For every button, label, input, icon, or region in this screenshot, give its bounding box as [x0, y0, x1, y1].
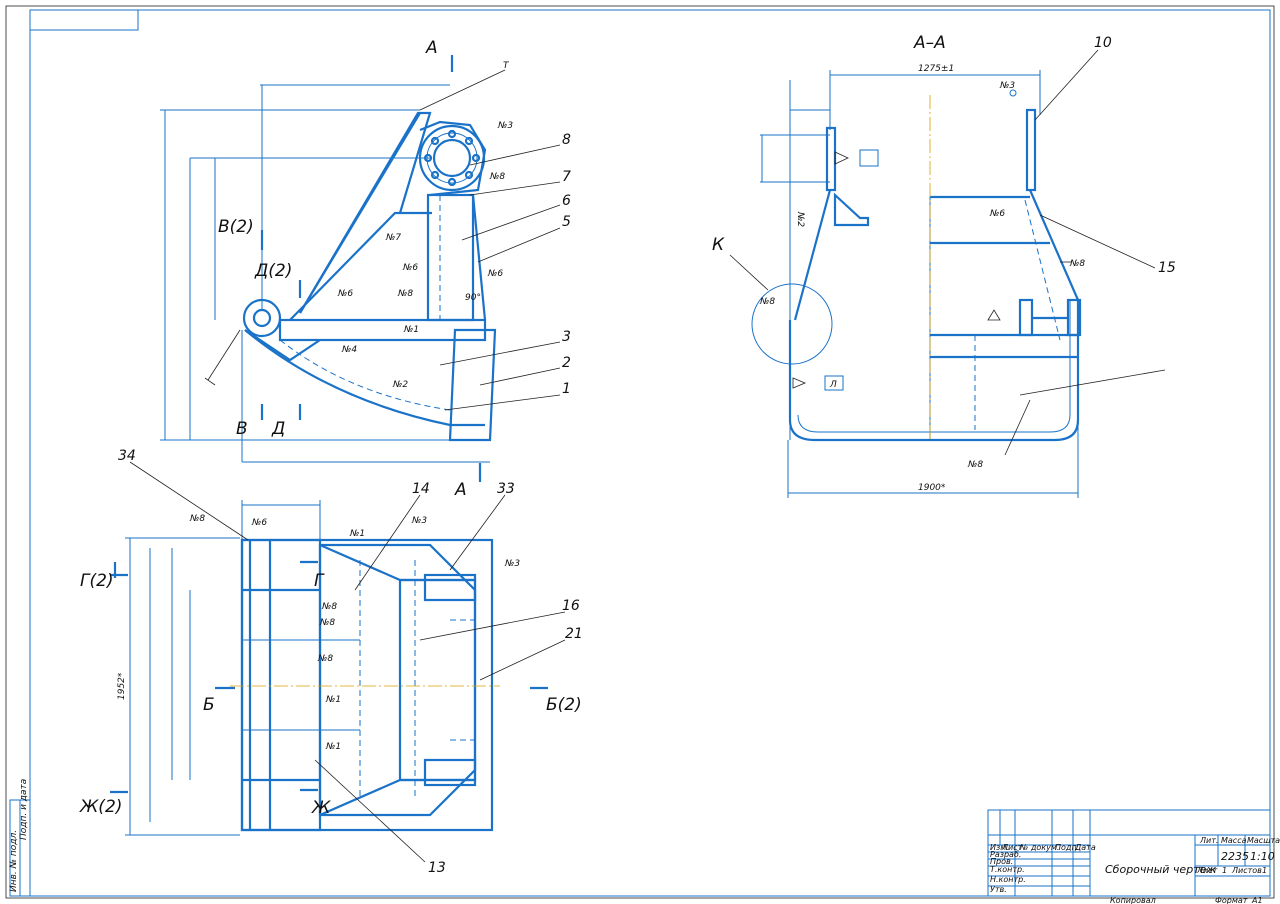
tb-row-dev: Разраб.: [990, 850, 1021, 859]
dimension-top: 1275±1: [918, 64, 954, 74]
position-label: 6: [562, 193, 571, 209]
section-mark: А: [425, 38, 438, 58]
weld-symbol: №3: [497, 121, 513, 131]
margin-sign-date: Подп. и дата: [19, 779, 29, 840]
weld-symbol: №8: [967, 460, 983, 470]
tb-row-ncontrol: Н.контр.: [990, 875, 1026, 884]
tb-row-check: Пров.: [990, 857, 1013, 866]
tb-format: А1: [1251, 896, 1263, 904]
weld-symbol: №8: [319, 618, 335, 628]
tb-copied: Копировал: [1110, 896, 1156, 904]
section-mark: В: [236, 419, 248, 439]
section-aa: [729, 49, 1166, 498]
position-label: 7: [562, 169, 571, 185]
weld-symbol: №7: [385, 233, 401, 243]
position-label: 34: [118, 448, 136, 464]
drawing-title: Сборочный чертеж: [1105, 863, 1216, 876]
tb-col-izm: Изм.: [990, 843, 1009, 852]
detail-letter: Л: [829, 380, 837, 390]
weld-symbol: №8: [1069, 259, 1085, 269]
position-label: 1: [562, 381, 571, 397]
weld-symbol: №1: [403, 325, 419, 335]
tb-sheet-label: Лист: [1196, 866, 1218, 875]
section-mark: Б(2): [546, 695, 582, 715]
position-label: 8: [562, 132, 571, 148]
sheet-frame: [5, 5, 1275, 899]
tb-scale: 1:10: [1250, 850, 1275, 863]
dimension-bottom: 1900*: [918, 483, 946, 493]
weld-symbol: №8: [321, 602, 337, 612]
section-mark: Д: [271, 419, 285, 439]
tb-header-lit: Лит.: [1199, 836, 1218, 845]
section-mark: Г: [314, 571, 325, 591]
weld-symbol: №3: [504, 559, 520, 569]
position-label: 21: [565, 626, 583, 642]
weld-symbol: №6: [337, 289, 353, 299]
section-mark: В(2): [218, 217, 254, 237]
position-label: 2: [562, 355, 571, 371]
weld-symbol: №6: [487, 269, 503, 279]
section-mark: Г(2): [80, 571, 114, 591]
section-mark: Ж: [311, 798, 331, 818]
tb-sheets-label: Листов: [1231, 866, 1262, 875]
section-title: А–А: [913, 33, 946, 53]
position-label: 15: [1158, 260, 1176, 276]
section-mark: Б: [203, 695, 215, 715]
tb-col-doc: № докум.: [1019, 843, 1059, 852]
title-block: [987, 809, 1271, 897]
weld-symbol: №2: [795, 211, 805, 227]
tb-header-mass: Масса: [1221, 836, 1247, 845]
dimension-height: 1952*: [117, 672, 127, 700]
tb-sheet-num: 1: [1222, 866, 1227, 875]
weld-symbol: №1: [349, 529, 365, 539]
tb-format-label: Формат: [1215, 896, 1248, 904]
weld-symbol: №3: [999, 81, 1015, 91]
weld-symbol: №1: [325, 695, 341, 705]
section-mark: Ж(2): [79, 797, 122, 817]
position-label: 5: [562, 214, 571, 230]
tb-mass: 2235: [1221, 850, 1249, 863]
tb-col-list: Лист: [1001, 843, 1023, 852]
section-mark: А: [454, 480, 467, 500]
tb-col-date: Дата: [1074, 843, 1096, 852]
position-label: 14: [412, 481, 430, 497]
weld-symbol: №8: [759, 297, 775, 307]
angle-label: 90°: [465, 293, 481, 303]
tb-row-tcontrol: Т.контр.: [990, 865, 1025, 874]
weld-symbol: №8: [189, 514, 205, 524]
side-view: [160, 55, 561, 482]
weld-symbol: №6: [402, 263, 418, 273]
weld-symbol: №4: [341, 345, 357, 355]
plan-view: [110, 461, 566, 863]
tb-row-approved: Утв.: [990, 885, 1007, 894]
position-label: 16: [562, 598, 580, 614]
position-label: 33: [497, 481, 515, 497]
weld-symbol: №8: [397, 289, 413, 299]
weld-symbol: №8: [489, 172, 505, 182]
weld-symbol: №1: [325, 742, 341, 752]
weld-symbol: №6: [989, 209, 1005, 219]
position-label: 3: [562, 329, 571, 345]
tb-sheets-num: 1: [1262, 866, 1267, 875]
position-label: 10: [1094, 35, 1112, 51]
weld-symbol: №2: [392, 380, 408, 390]
tb-col-sign: Подп.: [1055, 843, 1079, 852]
weld-symbol: №8: [317, 654, 333, 664]
weld-symbol: №3: [411, 516, 427, 526]
detail-letter: Т: [503, 61, 510, 71]
tb-header-scale: Масштаб: [1247, 836, 1280, 845]
section-mark: Д(2): [254, 261, 292, 281]
weld-symbol: №6: [251, 518, 267, 528]
margin-inv: Инв. № подл.: [9, 830, 19, 892]
position-label: 13: [428, 860, 446, 876]
section-mark: К: [712, 235, 725, 255]
